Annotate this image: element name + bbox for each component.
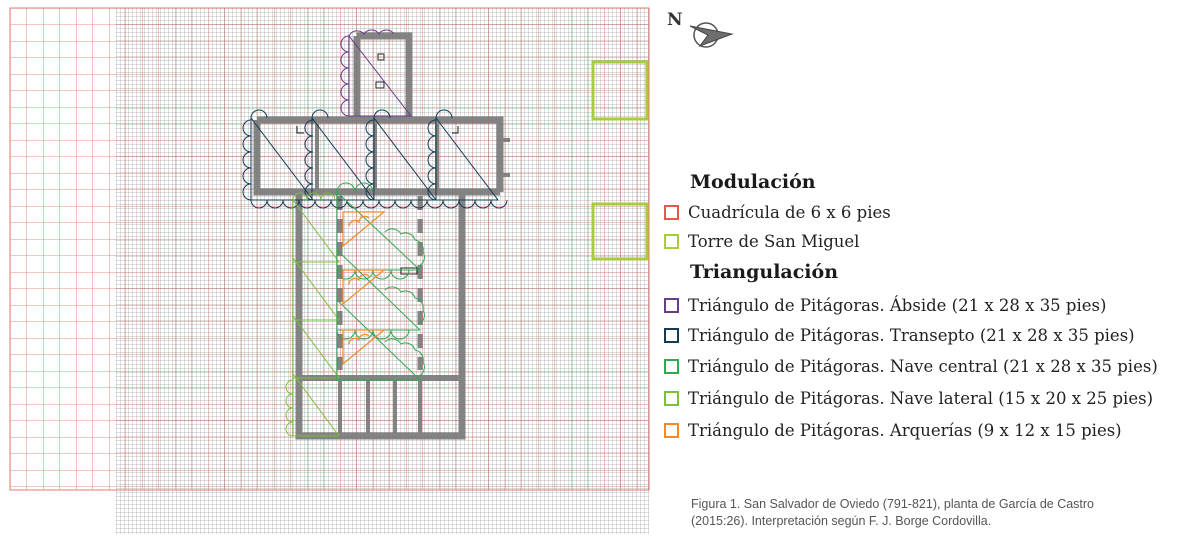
legend-item-nave-lateral: Triángulo de Pitágoras. Nave lateral (15…: [664, 387, 1153, 409]
apse-triangle: [340, 29, 413, 117]
legend-label: Triángulo de Pitágoras. Nave central (21…: [688, 356, 1158, 376]
nave-lateral-triangles: [285, 192, 340, 437]
swatch-nave-lateral: [664, 390, 679, 406]
legend-label: Cuadrícula de 6 x 6 pies: [688, 202, 891, 222]
legend-item-arquerias: Triángulo de Pitágoras. Arquerías (9 x 1…: [664, 419, 1122, 441]
legend-label: Triángulo de Pitágoras. Transepto (21 x …: [688, 325, 1135, 345]
church-walls: [253, 32, 510, 440]
north-label: N: [667, 10, 683, 30]
module-grid-border: [9, 7, 650, 491]
swatch-arquerias: [664, 422, 679, 438]
swatch-transept: [664, 327, 679, 343]
figure-caption: Figura 1. San Salvador de Oviedo (791-82…: [691, 497, 1095, 528]
tower-square-top: [591, 60, 649, 121]
floor-plan-diagram: [9, 7, 650, 534]
legend-item-apse: Triángulo de Pitágoras. Ábside (21 x 28 …: [664, 294, 1106, 316]
tower-square-middle: [591, 202, 649, 261]
arquerias-triangles: [342, 211, 386, 366]
swatch-grid: [664, 204, 679, 220]
plan-small-marks: [296, 53, 459, 275]
swatch-nave-central: [664, 358, 679, 374]
legend-label: Torre de San Miguel: [688, 231, 860, 251]
legend-label: Triángulo de Pitágoras. Nave lateral (15…: [688, 388, 1154, 408]
legend-item-tower: Torre de San Miguel: [664, 230, 859, 252]
legend-label: Triángulo de Pitágoras. Ábside (21 x 28 …: [688, 295, 1107, 315]
legend-item-nave-central: Triángulo de Pitágoras. Nave central (21…: [664, 355, 1158, 377]
legend-heading-triangulacion: Triangulación: [690, 261, 839, 283]
legend-item-grid: Cuadrícula de 6 x 6 pies: [664, 201, 891, 223]
legend-label: Triángulo de Pitágoras. Arquerías (9 x 1…: [688, 420, 1122, 440]
compass-icon: [689, 22, 734, 48]
swatch-apse: [664, 297, 679, 313]
legend-heading-modulacion: Modulación: [690, 171, 816, 193]
transept-triangles: [242, 109, 508, 209]
legend-item-transept: Triángulo de Pitágoras. Transepto (21 x …: [664, 324, 1135, 346]
swatch-tower: [664, 233, 679, 249]
